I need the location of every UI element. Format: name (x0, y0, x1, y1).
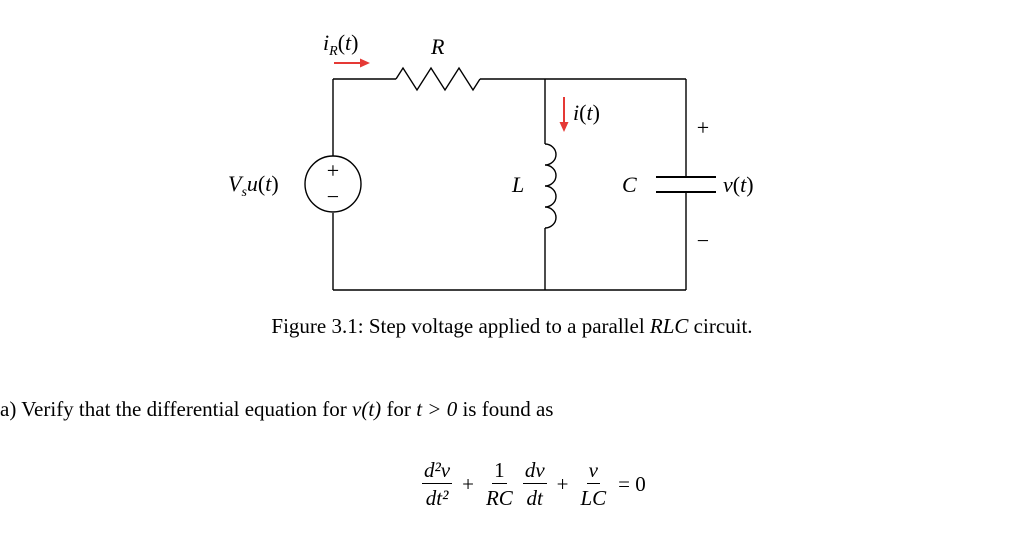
term3-numerator: dv (522, 457, 547, 484)
inductor-current-label: i(t) (573, 100, 600, 125)
term4-numerator: v (586, 457, 600, 484)
source-plus-sign: + (327, 158, 339, 183)
caption-suffix: circuit. (688, 314, 753, 338)
figure-caption: Figure 3.1: Step voltage applied to a pa… (0, 314, 1024, 339)
question-var-t: t > 0 (416, 397, 458, 421)
term2-numerator: 1 (492, 457, 507, 484)
inductor-label: L (511, 172, 524, 197)
voltage-source-symbol (304, 155, 362, 213)
voltage-plus-sign: + (697, 115, 709, 140)
term1-numerator: d²v (422, 457, 453, 484)
capacitor-symbol (656, 176, 716, 193)
question-text-1: Verify that the differential equation fo… (21, 397, 353, 421)
question-text-3: is found as (457, 397, 554, 421)
equation-rhs: = 0 (618, 471, 646, 496)
question-text-2: for (381, 397, 417, 421)
term-first-derivative: dv dt (522, 457, 547, 512)
term-v-over-lc: v LC (578, 457, 608, 512)
term3-denominator: dt (526, 485, 543, 510)
current-arrow-ir (334, 58, 370, 68)
inductor-symbol (544, 143, 557, 229)
term1-denominator: dt² (425, 485, 449, 510)
question-a: a) Verify that the differential equation… (0, 397, 553, 422)
source-label: Vsu(t) (228, 171, 279, 200)
source-minus-sign: − (327, 184, 339, 209)
capacitor-label: C (622, 172, 637, 197)
differential-equation: d²v dt² + 1 RC dv dt + v LC = 0 (418, 444, 652, 524)
capacitor-voltage-label: v(t) (723, 172, 754, 197)
resistor-current-label: iR(t) (323, 30, 358, 59)
term2-denominator: RC (485, 485, 513, 510)
term4-denominator: LC (580, 485, 607, 510)
current-arrow-i (559, 97, 569, 132)
plus-operator-1: + (462, 471, 474, 496)
rlc-circuit-diagram: iR(t) R Vsu(t) + − i(t) L C v(t) + − (228, 30, 754, 291)
resistor-label: R (430, 34, 445, 59)
caption-prefix: Figure 3.1: Step voltage applied to a pa… (271, 314, 650, 338)
caption-emphasis: RLC (649, 314, 689, 338)
term-one-over-rc: 1 RC (484, 457, 515, 512)
question-label: a) (0, 397, 17, 421)
voltage-minus-sign: − (697, 228, 709, 253)
term-second-derivative: d²v dt² (422, 457, 453, 512)
resistor-symbol (395, 66, 481, 92)
question-var-vt: v(t) (352, 397, 382, 421)
plus-operator-2: + (556, 471, 569, 496)
